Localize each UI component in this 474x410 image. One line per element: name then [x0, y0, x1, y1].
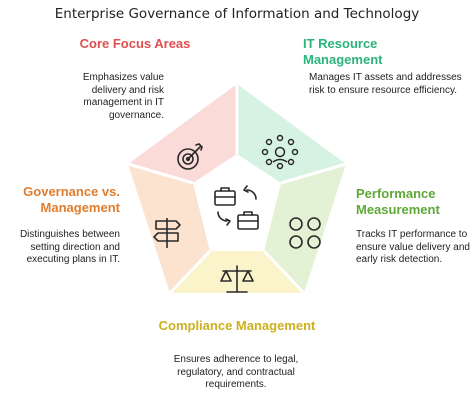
it-resource-heading: IT Resource Management [303, 36, 383, 67]
performance-heading: Performance Measurement [356, 186, 440, 217]
core-focus-description: Emphasizes value delivery and risk manag… [82, 72, 164, 121]
segment-performance [264, 164, 346, 293]
segment-it-resource [237, 84, 346, 183]
network-people-icon [261, 134, 299, 170]
compliance-heading: Compliance Management [158, 318, 316, 333]
segment-core-focus [128, 84, 237, 183]
four-circles-icon [289, 217, 321, 249]
core-focus-heading: Core Focus Areas [79, 36, 191, 51]
performance-description: Tracks IT performance to ensure value de… [356, 229, 470, 265]
it-resource-description: Manages IT assets and addresses risk to … [309, 72, 462, 96]
target-icon [177, 143, 203, 170]
governance-heading: Governance vs. Management [23, 184, 120, 215]
swap-briefcases-icon [214, 185, 259, 230]
compliance-description: Ensures adherence to legal, regulatory, … [173, 354, 299, 390]
page-title: Enterprise Governance of Information and… [54, 6, 420, 22]
scales-icon [220, 265, 254, 293]
governance-description: Distinguishes between setting direction … [19, 229, 120, 265]
signpost-icon [153, 218, 181, 248]
center-pentagon [193, 154, 281, 251]
